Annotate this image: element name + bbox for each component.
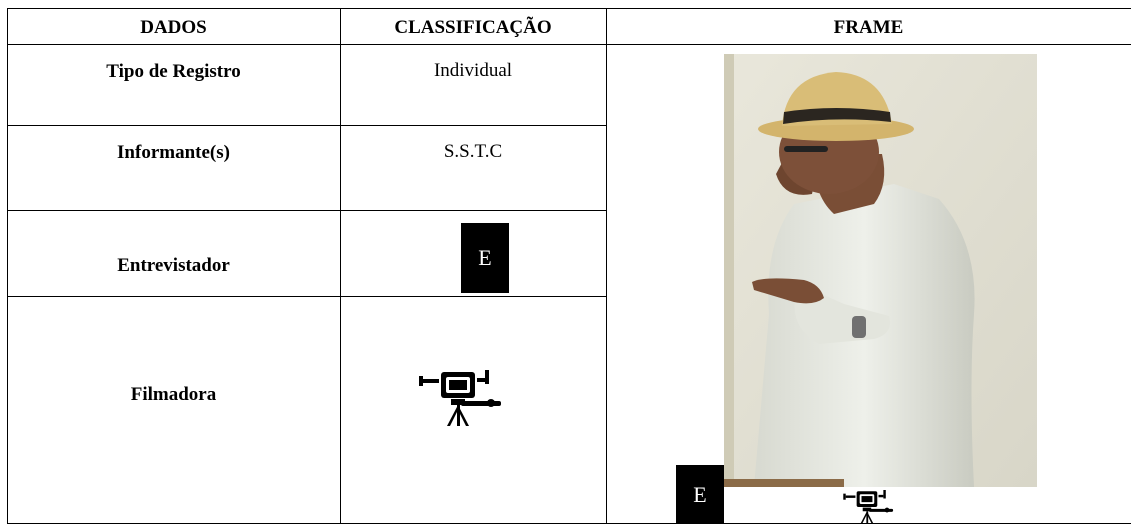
row-divider bbox=[7, 296, 607, 297]
frame-photo bbox=[724, 54, 1037, 487]
header-frame: FRAME bbox=[833, 17, 904, 38]
label-tipo-de-registro: Tipo de Registro bbox=[106, 61, 241, 82]
column-divider bbox=[606, 8, 607, 524]
row-divider bbox=[7, 125, 607, 126]
interviewer-mark: E bbox=[461, 223, 509, 293]
table-border-left bbox=[7, 8, 8, 524]
header-classificacao: CLASSIFICAÇÃO bbox=[394, 17, 552, 38]
header-bottom-border bbox=[7, 44, 1131, 45]
video-camera-icon bbox=[419, 370, 501, 426]
frame-interviewer-mark: E bbox=[676, 465, 724, 524]
column-divider bbox=[340, 8, 341, 524]
frame-video-camera-icon bbox=[843, 490, 894, 524]
row-divider bbox=[7, 210, 607, 211]
table-border-top bbox=[7, 8, 1131, 9]
label-informantes: Informante(s) bbox=[117, 142, 230, 163]
header-dados: DADOS bbox=[140, 17, 207, 38]
man-with-hat-image bbox=[724, 54, 1037, 487]
label-entrevistador: Entrevistador bbox=[117, 255, 230, 276]
value-tipo-de-registro: Individual bbox=[433, 60, 513, 81]
value-informantes: S.S.T.C bbox=[443, 141, 503, 162]
label-filmadora: Filmadora bbox=[130, 384, 217, 405]
